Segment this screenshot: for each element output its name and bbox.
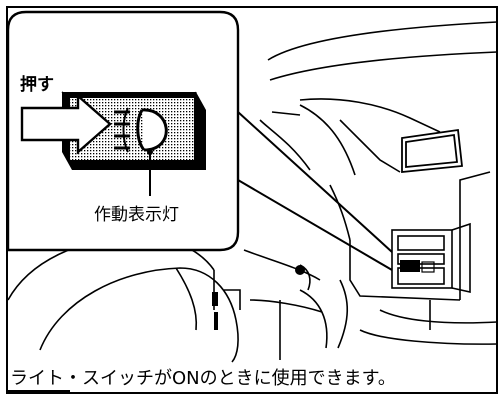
dashboard-outline [259,21,498,349]
console-panel [391,222,471,293]
indicator-lamp-dot [147,149,153,155]
push-label: 押す [20,75,54,95]
push-arrow-icon [20,93,112,155]
display-panel [401,128,463,173]
console-adjacent-switch [421,261,435,273]
steering-details [212,265,305,330]
console-fog-switch [400,260,420,272]
indicator-lamp-label: 作動表示灯 [94,205,179,225]
fog-lamp-icon [114,107,168,153]
caption-underline [6,390,70,392]
usage-caption: ライト・スイッチがONのときに使用できます。 [10,368,396,389]
steering-area [7,235,328,363]
